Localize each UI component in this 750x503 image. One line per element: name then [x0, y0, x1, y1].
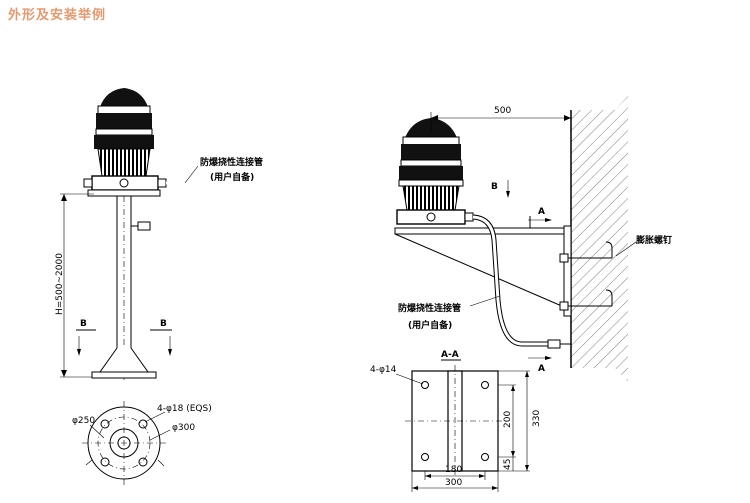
dim-180: 180	[445, 465, 462, 475]
plate-holes-label: 4-φ14	[370, 365, 397, 375]
right-section-b: B	[491, 182, 498, 192]
dim-300-width: 300	[445, 478, 462, 488]
dim-330: 330	[532, 410, 542, 427]
lamp-lens-lower	[94, 135, 154, 149]
lamp-body	[97, 148, 151, 177]
section-b-left: B	[80, 319, 87, 329]
section-b-right: B	[160, 319, 167, 329]
right-section-a-bottom: A	[538, 364, 545, 374]
lamp-dome	[100, 88, 148, 107]
left-hose-label: 防爆挠性连接管	[200, 156, 263, 168]
section-aa-title: A-A	[441, 350, 459, 360]
right-section-a-top: A	[538, 207, 545, 217]
right-lamp-assembly: 膨胀螺钉 防爆挠性连接管 (用户自备) 500 B A A	[394, 96, 672, 382]
dim-45: 45	[503, 459, 513, 470]
diameter-300-label: φ300	[172, 423, 195, 433]
expansion-bolt-lower	[559, 289, 613, 311]
expansion-bolt-upper	[559, 241, 613, 263]
diameter-250-label: φ250	[72, 416, 95, 426]
right-hose-label: 防爆挠性连接管	[398, 302, 461, 314]
dim-200: 200	[503, 411, 513, 428]
mounting-plate-view: A-A 4-φ14 180 300	[370, 350, 542, 492]
bracket-brace	[394, 233, 572, 311]
expansion-bolt-label: 膨胀螺钉	[635, 234, 672, 246]
lamp-lens-upper	[96, 113, 152, 129]
right-hose-note: (用户自备)	[408, 319, 452, 331]
wall	[571, 110, 615, 368]
pole-base-plate	[91, 371, 157, 379]
right-hose	[472, 214, 548, 347]
drawing-title: 外形及安装举例	[8, 8, 107, 23]
dim-500: 500	[494, 106, 511, 116]
base-holes-label: 4-φ18 (EQS)	[157, 404, 212, 414]
height-dimension: H=500~2000	[55, 253, 65, 315]
base-plate-view: φ250 4-φ18 (EQS) φ300	[72, 401, 212, 485]
left-hose-note: (用户自备)	[210, 171, 254, 183]
left-lamp-assembly: 防爆挠性连接管 (用户自备) H=500~2000 B B	[55, 88, 263, 380]
wall-bracket-arm	[394, 227, 572, 235]
